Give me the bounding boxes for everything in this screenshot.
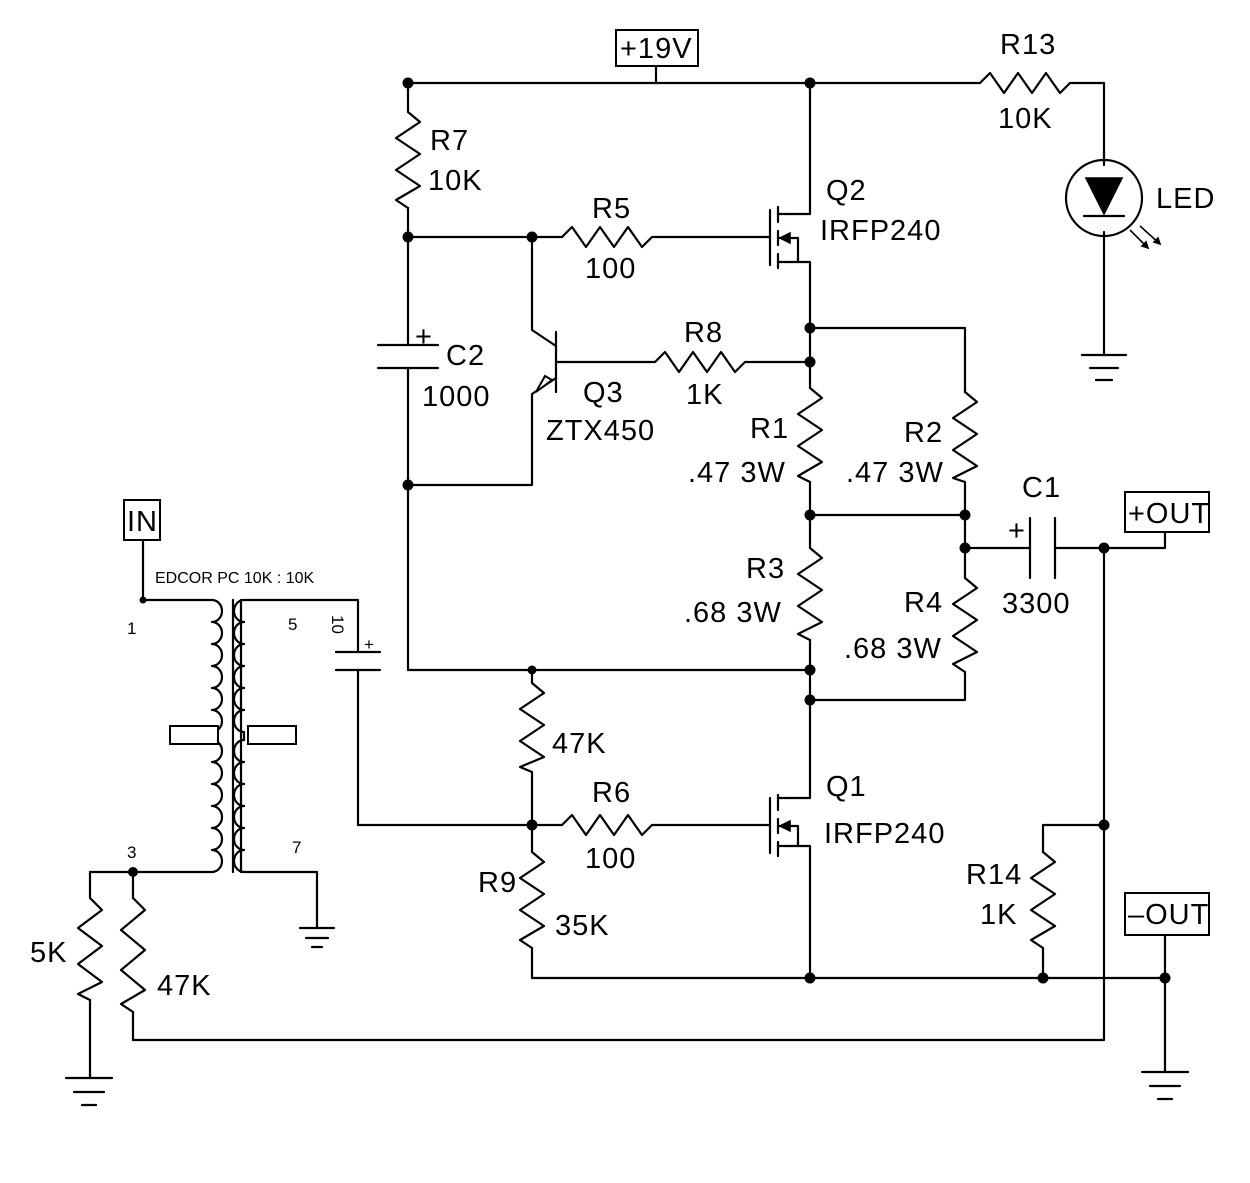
ground-transformer-icon bbox=[298, 926, 336, 949]
r5-ref: R5 bbox=[592, 193, 631, 225]
r5-value: 100 bbox=[585, 253, 636, 285]
input-text: IN bbox=[127, 506, 158, 538]
transistor-q3: Q3 ZTX450 bbox=[535, 330, 655, 447]
r3-ref: R3 bbox=[746, 553, 785, 585]
r9-ref: R9 bbox=[478, 867, 517, 899]
r4-value: .68 3W bbox=[844, 633, 942, 665]
resistor-r9: R9 35K bbox=[478, 850, 610, 950]
transformer: EDCOR PC 10K : 10K 1 3 5 7 bbox=[127, 570, 315, 874]
output-negative-terminal: –OUT bbox=[1124, 892, 1210, 936]
resistor-r5: R5 100 bbox=[560, 193, 660, 285]
ground-led-icon bbox=[1080, 353, 1128, 382]
r4-ref: R4 bbox=[904, 587, 943, 619]
r13-ref: R13 bbox=[1000, 29, 1056, 61]
supply-text: +19V bbox=[620, 33, 693, 65]
c2-polarity: + bbox=[415, 321, 433, 353]
resistor-47k-bias: 47K bbox=[518, 681, 607, 774]
resistor-r4: R4 .68 3W bbox=[844, 576, 979, 674]
capacitor-input-10: + 10 bbox=[328, 615, 382, 672]
r2-value: .47 3W bbox=[846, 457, 944, 489]
r3-value: .68 3W bbox=[684, 597, 782, 629]
r-bias-value: 47K bbox=[552, 728, 607, 760]
pin-1: 1 bbox=[127, 619, 136, 638]
r8-ref: R8 bbox=[684, 317, 723, 349]
resistor-r3: R3 .68 3W bbox=[684, 546, 824, 642]
pin-5: 5 bbox=[288, 615, 297, 634]
r7-value: 10K bbox=[428, 165, 483, 197]
ground-output-icon bbox=[1140, 1070, 1190, 1101]
q2-part: IRFP240 bbox=[820, 215, 941, 247]
resistor-r8: R8 1K bbox=[653, 317, 752, 411]
mosfet-q1: Q1 IRFP240 bbox=[750, 771, 945, 858]
r1-ref: R1 bbox=[750, 413, 789, 445]
r-5k-value: 5K bbox=[30, 937, 67, 969]
q1-part: IRFP240 bbox=[824, 818, 945, 850]
c1-ref: C1 bbox=[1022, 472, 1061, 504]
q3-ref: Q3 bbox=[583, 377, 624, 409]
out-negative-text: –OUT bbox=[1128, 899, 1209, 931]
wires bbox=[88, 62, 1167, 1080]
resistor-r1: R1 .47 3W bbox=[688, 386, 824, 489]
c2-ref: C2 bbox=[446, 340, 485, 372]
resistor-5k: 5K bbox=[30, 896, 104, 1002]
q3-part: ZTX450 bbox=[546, 415, 655, 447]
pin-7: 7 bbox=[292, 838, 301, 857]
supply-label: +19V bbox=[615, 29, 699, 67]
ground-input-icon bbox=[64, 1076, 114, 1107]
transformer-label: EDCOR PC 10K : 10K bbox=[155, 570, 315, 587]
r9-value: 35K bbox=[555, 910, 610, 942]
resistor-r14: R14 1K bbox=[966, 850, 1057, 950]
c-in-value: 10 bbox=[328, 615, 347, 634]
output-positive-terminal: +OUT bbox=[1124, 491, 1210, 533]
out-positive-text: +OUT bbox=[1128, 498, 1210, 530]
r6-value: 100 bbox=[585, 843, 636, 875]
c-in-polarity: + bbox=[364, 635, 374, 654]
input-terminal: IN bbox=[123, 499, 161, 541]
r2-ref: R2 bbox=[904, 417, 943, 449]
c2-value: 1000 bbox=[422, 381, 491, 413]
mosfet-q2: Q2 IRFP240 bbox=[750, 175, 941, 270]
led-ref: LED bbox=[1156, 183, 1215, 215]
q2-ref: Q2 bbox=[826, 175, 867, 207]
r7-ref: R7 bbox=[430, 125, 469, 157]
resistor-r13: R13 10K bbox=[978, 29, 1077, 135]
led: LED bbox=[1064, 158, 1215, 250]
c1-polarity: + bbox=[1008, 515, 1026, 547]
r13-value: 10K bbox=[998, 103, 1053, 135]
r14-value: 1K bbox=[980, 899, 1017, 931]
r-47k-load-value: 47K bbox=[157, 970, 212, 1002]
resistor-r6: R6 100 bbox=[560, 777, 660, 875]
capacitor-c2: + C2 1000 bbox=[376, 321, 491, 413]
resistor-r2: R2 .47 3W bbox=[846, 390, 979, 489]
pin-3: 3 bbox=[127, 843, 136, 862]
resistor-r7: R7 10K bbox=[394, 110, 483, 210]
q1-ref: Q1 bbox=[826, 771, 867, 803]
junctions bbox=[128, 77, 1171, 984]
resistor-47k-load: 47K bbox=[119, 896, 212, 1014]
c1-value: 3300 bbox=[1002, 588, 1071, 620]
capacitor-c1: + C1 3300 bbox=[1002, 472, 1071, 620]
r6-ref: R6 bbox=[592, 777, 631, 809]
r8-value: 1K bbox=[686, 379, 723, 411]
r14-ref: R14 bbox=[966, 859, 1022, 891]
r1-value: .47 3W bbox=[688, 457, 786, 489]
